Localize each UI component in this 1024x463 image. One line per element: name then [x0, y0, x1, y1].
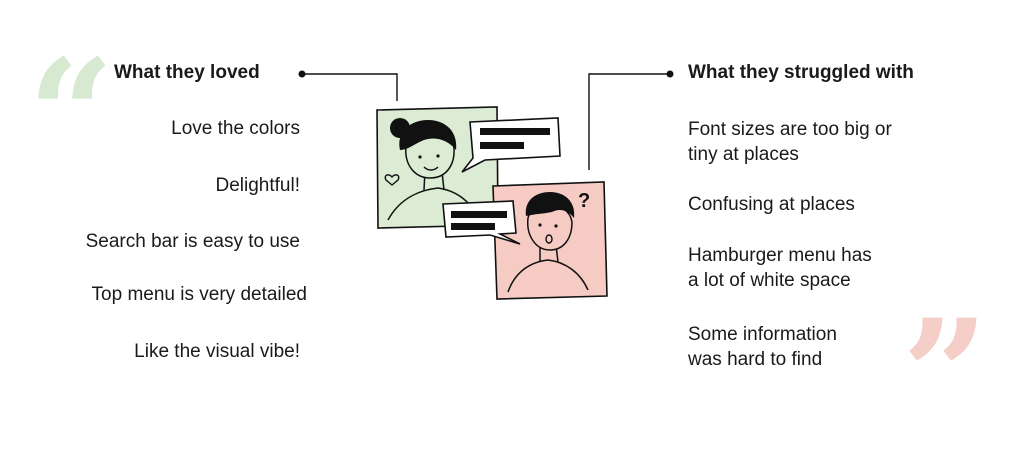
struggled-item-font-sizes-line2: tiny at places [688, 144, 799, 165]
loved-item-colors: Love the colors [171, 118, 300, 139]
question-mark: ? [578, 190, 590, 212]
loved-heading: What they loved [114, 62, 260, 83]
struggled-item-information: Some information was hard to find [688, 322, 837, 372]
struggled-item-font-sizes-line1: Font sizes are too big or [688, 119, 892, 140]
struggled-item-confusing: Confusing at places [688, 192, 855, 217]
struggled-item-confusing-line1: Confusing at places [688, 194, 855, 215]
feedback-illustration: ? [298, 70, 674, 300]
struggled-item-hamburger-line2: a lot of white space [688, 270, 851, 291]
loved-item-menu: Top menu is very detailed [91, 284, 307, 305]
struggled-item-hamburger-line1: Hamburger menu has [688, 245, 872, 266]
struggled-heading: What they struggled with [688, 62, 914, 83]
loved-item-vibe: Like the visual vibe! [134, 341, 300, 362]
loved-item-search: Search bar is easy to use [85, 231, 300, 252]
speech-bubble-1 [461, 117, 561, 173]
struggled-item-font-sizes: Font sizes are too big or tiny at places [688, 117, 892, 167]
struggled-item-information-line1: Some information [688, 324, 837, 345]
struggled-connector [588, 70, 674, 170]
loved-item-delightful: Delightful! [215, 175, 301, 196]
speech-bubble-2 [442, 200, 521, 245]
loved-connector [298, 70, 398, 101]
struggled-item-information-line2: was hard to find [688, 349, 823, 370]
struggled-item-hamburger: Hamburger menu has a lot of white space [688, 243, 872, 293]
confused-user-panel: ? [492, 181, 608, 300]
happy-user-panel [376, 106, 499, 229]
open-quote-mark: “ [28, 27, 115, 203]
